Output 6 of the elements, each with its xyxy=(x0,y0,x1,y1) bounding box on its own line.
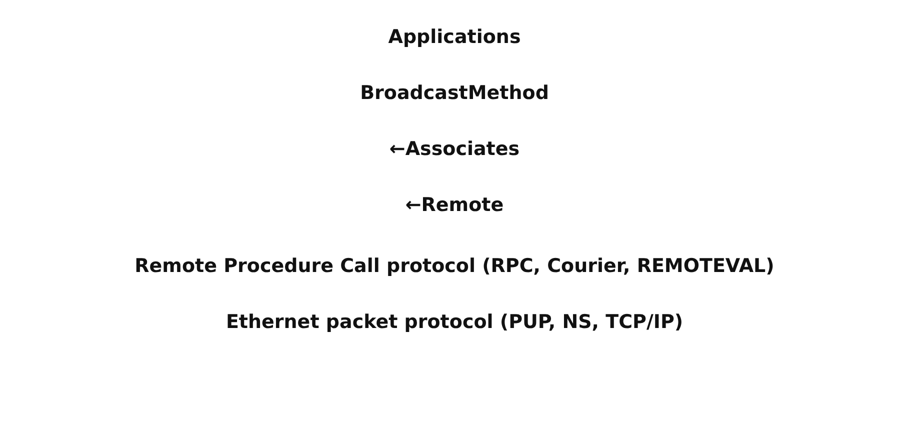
layer-label: ←Associates xyxy=(389,138,520,160)
layer-label: Ethernet packet protocol (PUP, NS, TCP/IP) xyxy=(226,311,684,333)
layer-label: BroadcastMethod xyxy=(360,82,549,104)
layer-label: Remote Procedure Call protocol (RPC, Courier, REMOTEVAL) xyxy=(134,255,774,277)
layer-label: Applications xyxy=(388,26,521,48)
layer-label: ←Remote xyxy=(405,194,504,216)
